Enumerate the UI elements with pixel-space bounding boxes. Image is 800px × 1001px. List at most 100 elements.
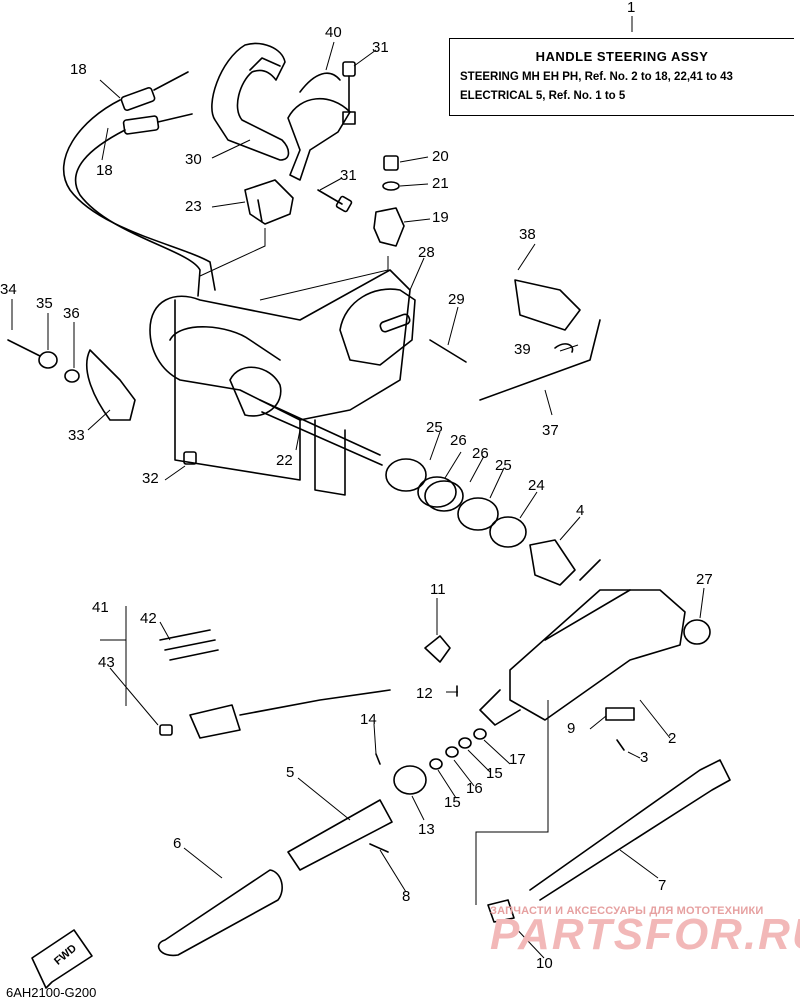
part-33-bracket [85, 349, 136, 421]
part-10-clip [487, 899, 515, 923]
callout-17: 17 [509, 751, 526, 768]
part-43-cap [159, 724, 173, 736]
callout-30: 30 [185, 151, 202, 168]
callout-23: 23 [185, 198, 202, 215]
part-18-throttle-cables [62, 71, 216, 297]
callout-40: 40 [325, 24, 342, 41]
callout-11: 11 [430, 581, 446, 598]
part-25-ring-2 [457, 497, 499, 531]
callout-12: 12 [416, 685, 433, 702]
part-41-switch [189, 704, 241, 739]
callout-31a: 31 [372, 39, 389, 56]
callout-34: 34 [0, 281, 17, 298]
part-11-knob [424, 635, 451, 663]
callout-15b: 15 [444, 794, 461, 811]
callout-27: 27 [696, 571, 713, 588]
title-box: HANDLE STEERING ASSY STEERING MH EH PH, … [449, 38, 794, 116]
watermark: ЗАПЧАСТИ И АКСЕССУАРЫ ДЛЯ МОТОТЕХНИКИ PA… [490, 905, 800, 959]
callout-4: 4 [576, 502, 585, 519]
callout-19: 19 [432, 209, 449, 226]
callout-3: 3 [640, 749, 649, 766]
part-35-bushing [38, 351, 58, 369]
callout-18a: 18 [70, 61, 87, 78]
part-28-cover [339, 288, 416, 366]
callout-24: 24 [528, 477, 545, 494]
callout-25a: 25 [426, 419, 443, 436]
part-5-throttle-shaft [287, 799, 393, 871]
watermark-tagline: ЗАПЧАСТИ И АКСЕССУАРЫ ДЛЯ МОТОТЕХНИКИ [490, 905, 764, 917]
callout-26b: 26 [472, 445, 489, 462]
part-15-washer-2 [458, 737, 472, 749]
part-14-screw [375, 753, 381, 765]
drawing-code: 6AH2100-G200 [6, 985, 97, 1000]
part-34-bolt [7, 339, 41, 357]
part-37-link-rod [479, 319, 601, 401]
part-3-screw [616, 739, 625, 751]
part-21-washer [382, 181, 400, 191]
callout-14: 14 [360, 711, 377, 728]
callout-2: 2 [668, 730, 677, 747]
callout-29: 29 [448, 291, 465, 308]
part-switch-wire [239, 689, 391, 716]
leader-lines [11, 16, 705, 959]
part-8-screw [369, 843, 389, 853]
callout-28: 28 [418, 244, 435, 261]
callout-26a: 26 [450, 432, 467, 449]
callout-36: 36 [63, 305, 80, 322]
part-31-bolt-top [342, 61, 356, 125]
part-19-collar [373, 207, 405, 247]
callout-31b: 31 [340, 167, 357, 184]
callout-5: 5 [286, 764, 295, 781]
callout-15a: 15 [486, 765, 503, 782]
part-2-handle-body [479, 559, 686, 726]
part-36-washer [64, 369, 80, 383]
callout-9: 9 [567, 720, 576, 737]
part-17-washer [473, 728, 487, 740]
callout-8: 8 [402, 888, 411, 905]
callout-16: 16 [466, 780, 483, 797]
callout-41: 41 [92, 599, 109, 616]
part-32-bolt [183, 451, 197, 465]
callout-1: 1 [627, 0, 636, 16]
title-line-1: STEERING MH EH PH, Ref. No. 2 to 18, 22,… [460, 71, 733, 83]
part-25-ring [385, 458, 427, 492]
callout-25b: 25 [495, 457, 512, 474]
part-26-ring-2 [424, 480, 464, 512]
callout-21: 21 [432, 175, 449, 192]
part-31-bolt-mid [317, 189, 353, 213]
title-line-2: ELECTRICAL 5, Ref. No. 1 to 5 [460, 90, 626, 102]
part-13-bushing [393, 765, 427, 795]
callout-33: 33 [68, 427, 85, 444]
callout-20: 20 [432, 148, 449, 165]
part-27-cap [683, 619, 711, 645]
part-24-sleeve [489, 516, 527, 548]
fwd-arrow [31, 929, 93, 989]
part-16-spring [445, 746, 459, 758]
part-23-clamp [244, 179, 294, 225]
part-4-bracket [529, 539, 576, 586]
part-26-ring [417, 476, 457, 508]
part-22-shaft [259, 399, 383, 466]
part-39-clip [554, 343, 574, 353]
callout-13: 13 [418, 821, 435, 838]
callout-38: 38 [519, 226, 536, 243]
callout-35: 35 [36, 295, 53, 312]
part-7-shift-rod [529, 759, 731, 901]
part-42-lanyard [159, 629, 219, 661]
callout-39: 39 [514, 341, 531, 358]
part-20-bolt [383, 155, 399, 171]
callout-42: 42 [140, 610, 157, 627]
callout-7: 7 [658, 877, 667, 894]
diagram-title: HANDLE STEERING ASSY [535, 49, 709, 64]
part-9-plate [605, 707, 635, 721]
callout-43: 43 [98, 654, 115, 671]
watermark-logo: PARTSFOR.RU [490, 910, 800, 959]
part-38-cam [514, 279, 581, 331]
callout-6: 6 [173, 835, 182, 852]
part-6-grip [157, 869, 283, 957]
callout-10: 10 [536, 955, 553, 972]
part-main-bracket [149, 269, 411, 496]
callout-37: 37 [542, 422, 559, 439]
part-29-bolt [429, 339, 467, 363]
